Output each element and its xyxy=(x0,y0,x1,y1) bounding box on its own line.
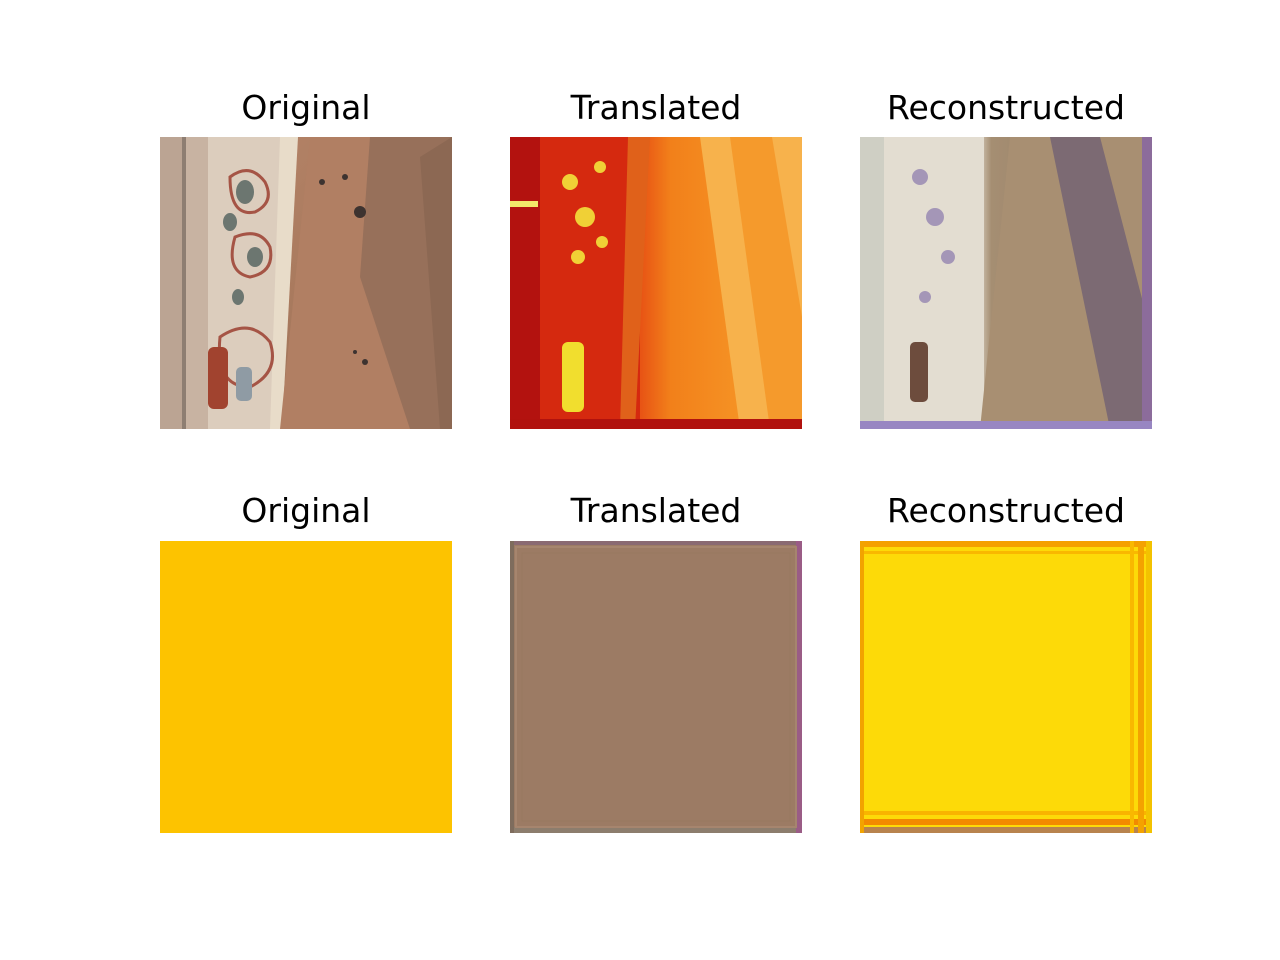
panel-title-translated-1: Translated xyxy=(570,88,742,127)
reconstructed-image-1 xyxy=(860,137,1152,429)
translated-image-2 xyxy=(510,541,802,833)
panel-title-translated-2: Translated xyxy=(570,491,742,530)
panel-title-reconstructed-2: Reconstructed xyxy=(887,491,1125,530)
translated-image-1 xyxy=(510,137,802,429)
panel-title-reconstructed-1: Reconstructed xyxy=(887,88,1125,127)
panel-title-original-2: Original xyxy=(241,491,371,530)
panel-title-original-1: Original xyxy=(241,88,371,127)
original-image-2 xyxy=(160,541,452,833)
original-image-1 xyxy=(160,137,452,429)
reconstructed-image-2 xyxy=(860,541,1152,833)
